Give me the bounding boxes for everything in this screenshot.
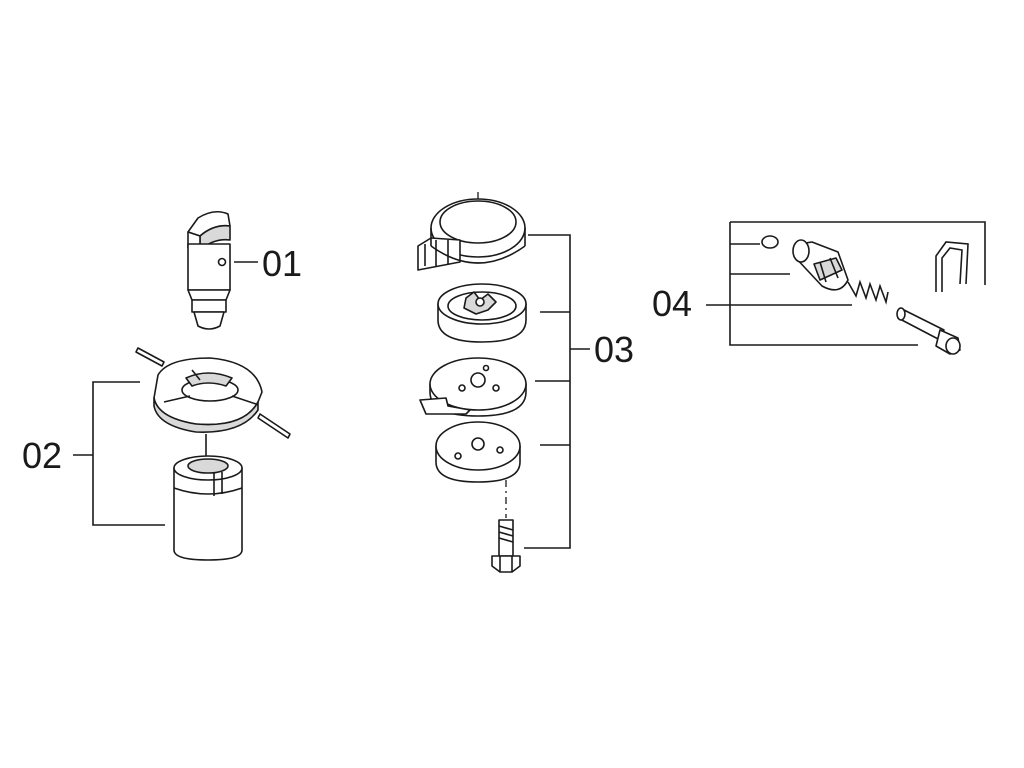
bracket-02 [73,381,165,526]
wire-clip-icon [935,241,969,292]
index-plate-icon [419,357,527,417]
hex-bolt-icon [491,519,521,573]
cam-plate-icon [153,357,263,433]
frame-04 [729,221,986,346]
base-plate-icon [435,421,521,483]
callout-label-04: 04 [652,283,692,324]
cap-seal-icon [761,235,779,249]
sleeve-icon [792,239,849,291]
plunger-pin-icon [187,210,231,330]
leader-lines-04 [706,243,852,306]
retaining-pin-icon [135,347,291,439]
callout-label-01: 01 [262,243,302,284]
bushing-icon [173,455,243,561]
spring-icon [847,279,889,305]
callout-label-03: 03 [594,329,634,370]
bracket-03 [524,234,590,549]
shaft-pin-icon [896,307,961,355]
clamp-ring-icon [417,198,526,271]
callout-label-02: 02 [22,435,62,476]
lock-disc-icon [437,283,527,343]
